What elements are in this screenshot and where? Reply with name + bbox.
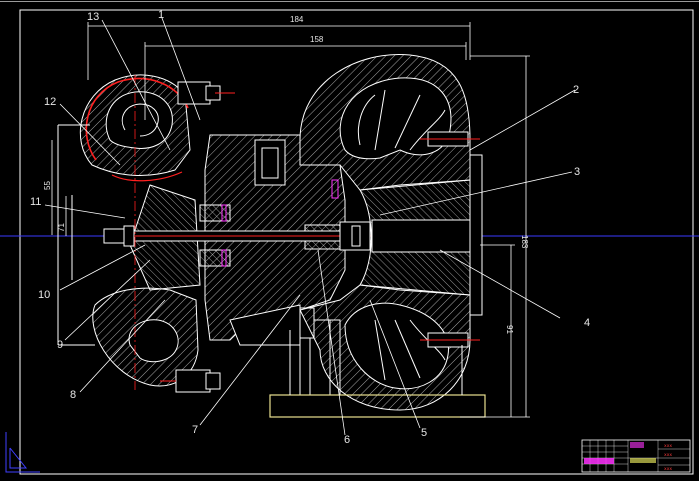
title-block-cell-1: xxx [664, 444, 672, 449]
dimension-lines [51, 22, 530, 418]
leader-lines [44, 17, 576, 436]
part-label-2: 2 [573, 84, 579, 96]
base-plate [269, 394, 486, 418]
title-block [581, 439, 691, 473]
dim-height-right: 183 [520, 235, 529, 249]
dim-left-small: 71 [57, 223, 66, 232]
drawing-frame [19, 9, 694, 475]
part-label-6: 6 [344, 434, 350, 446]
part-label-12: 12 [44, 96, 56, 108]
title-block-cell-3: xxx [664, 467, 672, 472]
part-label-1: 1 [158, 9, 164, 21]
part-label-3: 3 [574, 166, 580, 178]
part-label-11: 11 [30, 196, 41, 208]
part-label-7: 7 [192, 424, 198, 436]
dim-left-large: 55 [43, 181, 52, 190]
rotor-shaft [133, 221, 375, 251]
part-label-5: 5 [421, 427, 427, 439]
title-block-cell-2: xxx [664, 453, 672, 458]
part-label-8: 8 [70, 389, 76, 401]
dim-lower-right: 91 [505, 325, 514, 334]
part-label-10: 10 [38, 289, 50, 301]
part-label-4: 4 [584, 317, 590, 329]
compressor-housing [299, 53, 483, 411]
part-label-9: 9 [57, 339, 63, 351]
dim-overall-width: 184 [290, 15, 304, 24]
ucs-icon [5, 432, 40, 473]
dim-inner-width: 158 [310, 35, 324, 44]
part-label-13: 13 [87, 11, 99, 23]
